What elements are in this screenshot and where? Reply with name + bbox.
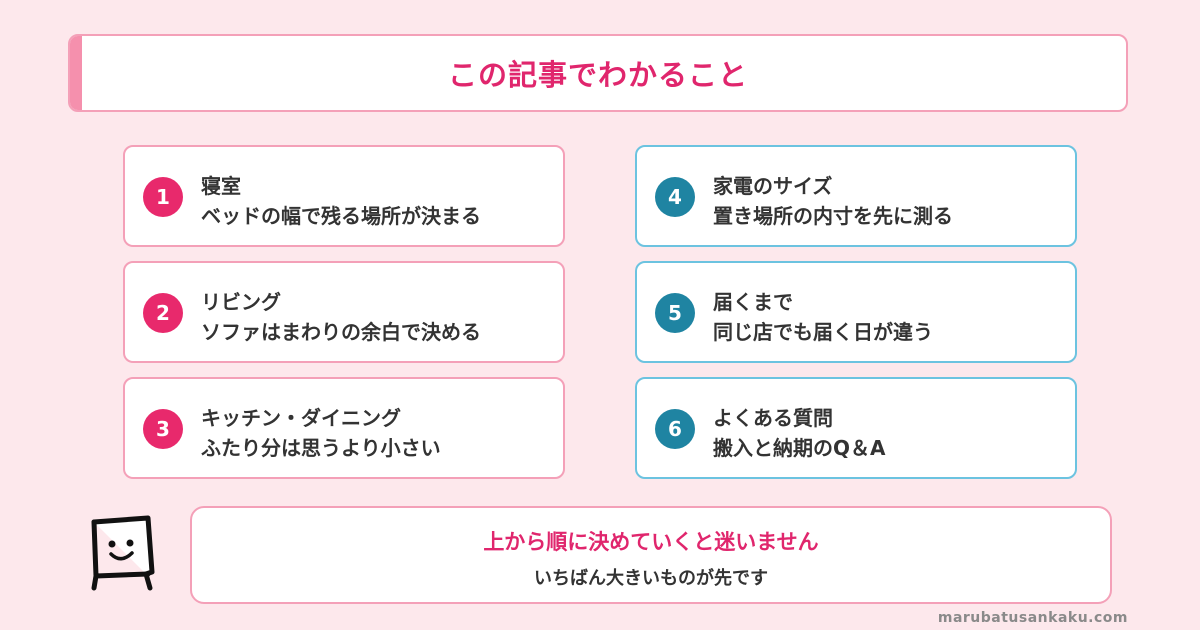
list-item-delivery: 5 届くまで 同じ店でも届く日が違う bbox=[635, 261, 1077, 363]
callout-sub-text: いちばん大きいものが先です bbox=[534, 568, 768, 589]
number-badge: 6 bbox=[655, 409, 695, 449]
item-title: リビング bbox=[201, 290, 281, 314]
item-subtitle: 同じ店でも届く日が違う bbox=[713, 320, 933, 344]
list-item-appliances: 4 家電のサイズ 置き場所の内寸を先に測る bbox=[635, 145, 1077, 247]
number-badge: 3 bbox=[143, 409, 183, 449]
item-title: 届くまで bbox=[713, 290, 793, 314]
item-subtitle: 置き場所の内寸を先に測る bbox=[713, 204, 953, 228]
number-badge: 1 bbox=[143, 177, 183, 217]
number-badge: 4 bbox=[655, 177, 695, 217]
site-credit: marubatusankaku.com bbox=[937, 610, 1128, 626]
item-subtitle: ふたり分は思うより小さい bbox=[201, 436, 441, 460]
list-item-living: 2 リビング ソファはまわりの余白で決める bbox=[123, 261, 565, 363]
callout-main-text: 上から順に決めていくと迷いません bbox=[483, 530, 819, 554]
mascot-icon bbox=[91, 515, 155, 591]
item-subtitle: ソファはまわりの余白で決める bbox=[201, 320, 481, 344]
callout-bubble: 上から順に決めていくと迷いません いちばん大きいものが先です bbox=[190, 506, 1112, 604]
item-title: よくある質問 bbox=[713, 406, 833, 430]
list-item-bedroom: 1 寝室 ベッドの幅で残る場所が決まる bbox=[123, 145, 565, 247]
page-title: この記事でわかること bbox=[447, 58, 748, 92]
list-item-kitchen: 3 キッチン・ダイニング ふたり分は思うより小さい bbox=[123, 377, 565, 479]
item-subtitle: ベッドの幅で残る場所が決まる bbox=[201, 204, 481, 228]
number-badge: 2 bbox=[143, 293, 183, 333]
item-title: キッチン・ダイニング bbox=[201, 406, 401, 430]
item-subtitle: 搬入と納期のQ＆A bbox=[713, 436, 886, 460]
list-item-faq: 6 よくある質問 搬入と納期のQ＆A bbox=[635, 377, 1077, 479]
number-badge: 5 bbox=[655, 293, 695, 333]
item-title: 寝室 bbox=[201, 174, 241, 198]
title-accent-bar bbox=[70, 36, 82, 110]
item-title: 家電のサイズ bbox=[713, 174, 833, 198]
title-box: この記事でわかること bbox=[68, 34, 1128, 112]
